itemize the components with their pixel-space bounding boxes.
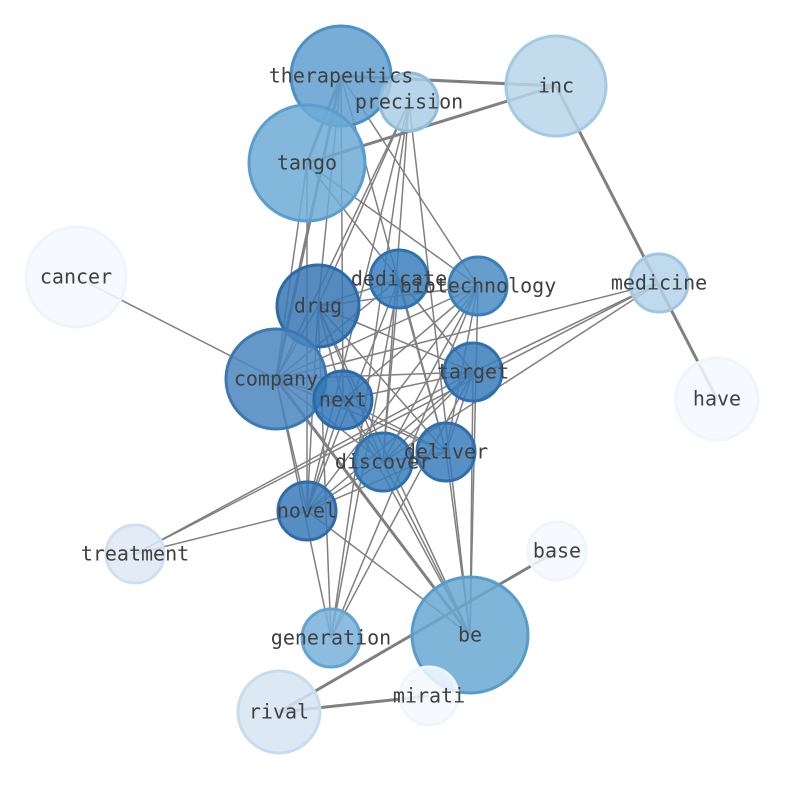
edge-medicine-treatment [134, 282, 660, 555]
node-label-dedicate: dedicate [351, 267, 447, 291]
node-cancer [24, 225, 128, 329]
node-have [674, 356, 760, 442]
edge-inc-have [554, 85, 719, 400]
node-label-target: target [437, 360, 509, 384]
node-label-discover: discover [335, 450, 431, 474]
node-label-novel: novel [277, 499, 337, 523]
node-label-have: have [693, 387, 741, 411]
node-layer [24, 24, 760, 755]
node-label-drug: drug [294, 294, 342, 318]
node-label-precision: precision [355, 90, 463, 114]
edge-dedicate-discover [382, 278, 400, 463]
node-deliver [415, 421, 477, 483]
node-inc [504, 34, 608, 138]
edge-precision-be [408, 101, 471, 636]
node-target [442, 341, 504, 403]
node-label-base: base [533, 539, 581, 563]
node-label-biotechnology: biotechnology [400, 274, 557, 298]
node-label-generation: generation [271, 626, 391, 650]
node-medicine [628, 252, 690, 314]
node-label-tango: tango [277, 151, 337, 175]
edge-biotechnology-novel [306, 285, 479, 512]
node-label-therapeutics: therapeutics [269, 64, 414, 88]
node-discover [352, 431, 414, 493]
node-biotechnology [447, 255, 509, 317]
edge-layer [75, 74, 719, 714]
edge-medicine-target [472, 282, 660, 373]
node-label-rival: rival [249, 700, 309, 724]
node-generation [300, 607, 362, 669]
node-label-deliver: deliver [404, 440, 488, 464]
node-dedicate [368, 248, 430, 310]
node-base [526, 520, 588, 582]
node-label-next: next [319, 388, 367, 412]
node-next [312, 369, 374, 431]
node-label-cancer: cancer [40, 265, 112, 289]
node-label-medicine: medicine [611, 271, 707, 295]
node-tango [247, 103, 367, 223]
node-drug [275, 263, 361, 349]
node-precision [378, 71, 440, 133]
node-label-inc: inc [538, 74, 574, 98]
node-rival [236, 669, 322, 755]
node-label-company: company [234, 367, 318, 391]
node-novel [276, 480, 338, 542]
edge-target-treatment [134, 371, 474, 555]
edge-target-generation [330, 371, 474, 639]
edge-precision-generation [330, 101, 410, 639]
node-label-mirati: mirati [393, 684, 465, 708]
node-treatment [104, 523, 166, 585]
edge-medicine-company [275, 282, 660, 380]
node-be [410, 575, 530, 695]
node-label-be: be [458, 623, 482, 647]
node-label-treatment: treatment [81, 542, 189, 566]
node-mirati [398, 665, 460, 727]
